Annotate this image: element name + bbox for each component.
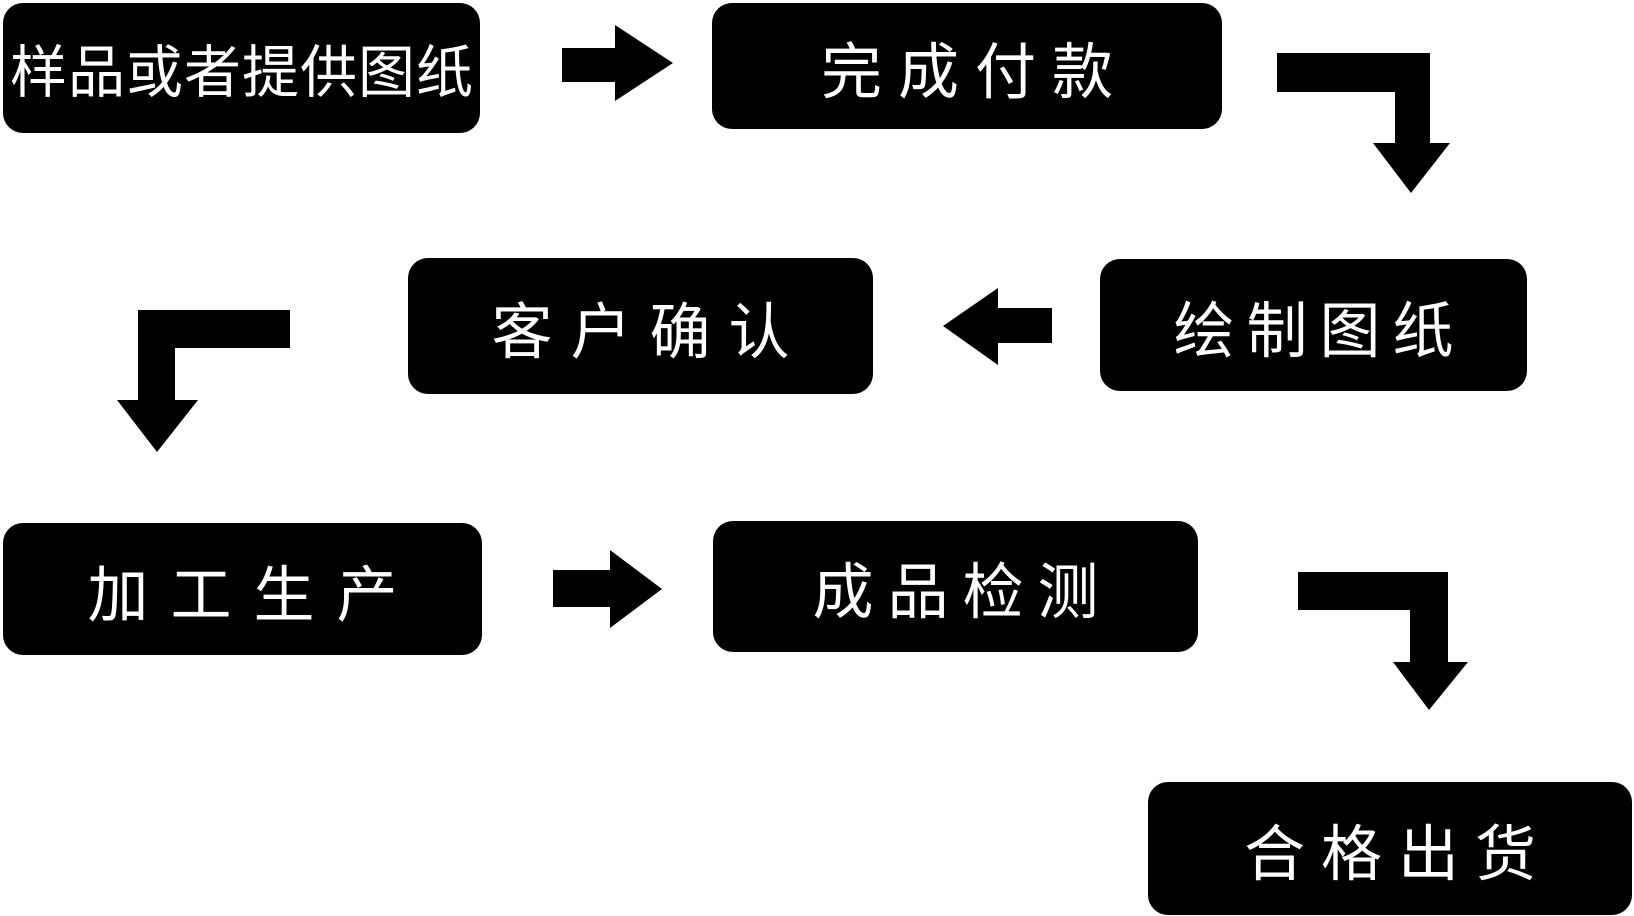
arrow-elbow-down-left-icon — [117, 310, 290, 452]
flow-node-label: 客户确认 — [491, 297, 808, 366]
flow-node-complete-payment: 完成付款 — [712, 3, 1222, 129]
arrow-right-icon — [562, 25, 673, 101]
flow-node-label: 合格出货 — [1243, 820, 1552, 888]
flow-node-customer-confirm: 客户确认 — [408, 258, 873, 394]
flow-node-qualified-shipment: 合格出货 — [1148, 782, 1632, 915]
flow-node-label: 加工生产 — [87, 560, 420, 629]
flow-node-finished-product-inspection: 成品检测 — [713, 521, 1198, 652]
flow-node-label: 完成付款 — [820, 37, 1129, 106]
arrow-elbow-down-right-icon — [1277, 53, 1450, 193]
arrow-elbow-down-right-icon — [1298, 572, 1468, 710]
arrow-left-icon — [943, 288, 1052, 365]
flow-node-label: 成品检测 — [812, 558, 1113, 626]
flow-node-label: 样品或者提供图纸 — [10, 41, 474, 105]
flow-node-label: 绘制图纸 — [1173, 296, 1466, 365]
flow-node-draw-drawings: 绘制图纸 — [1100, 259, 1527, 391]
flow-node-processing-production: 加工生产 — [3, 523, 482, 655]
arrow-right-icon — [553, 550, 662, 628]
flow-node-sample-or-drawing: 样品或者提供图纸 — [3, 3, 480, 133]
